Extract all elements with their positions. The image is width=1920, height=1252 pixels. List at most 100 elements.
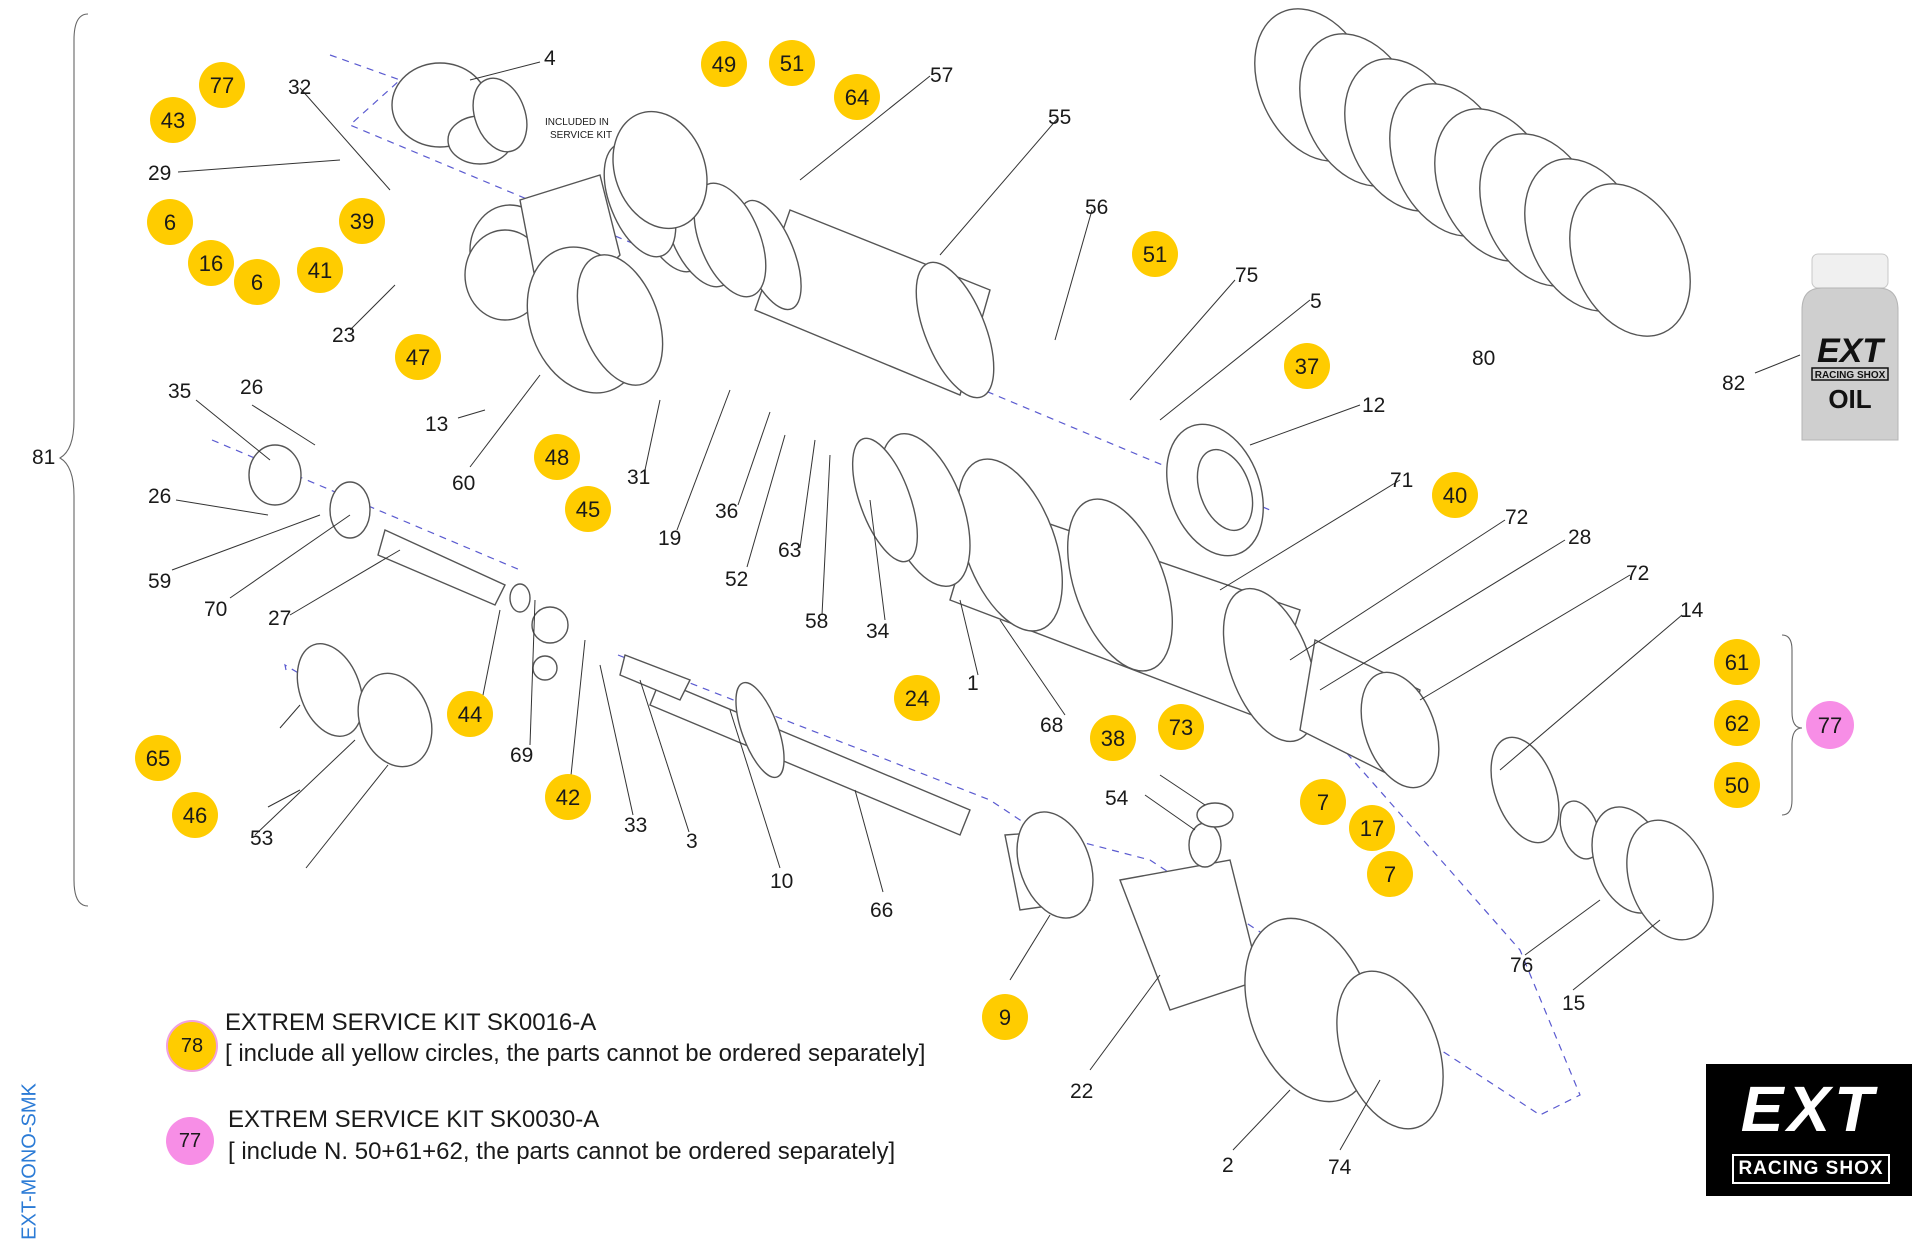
badge-6b: 6 [234, 259, 280, 305]
label-66: 66 [870, 899, 893, 922]
badge-62: 62 [1714, 700, 1760, 746]
label-3: 3 [686, 830, 698, 853]
svg-text:6: 6 [251, 270, 263, 295]
svg-text:77: 77 [1818, 713, 1842, 738]
badge-45: 45 [565, 486, 611, 532]
svg-text:7: 7 [1317, 790, 1329, 815]
label-71: 71 [1390, 469, 1413, 492]
svg-text:43: 43 [161, 108, 185, 133]
badge-6a: 6 [147, 199, 193, 245]
label-23: 23 [332, 324, 355, 347]
svg-text:49: 49 [712, 52, 736, 77]
logo-tagline: RACING SHOX [1732, 1154, 1890, 1184]
label-76: 76 [1510, 954, 1533, 977]
label-1: 1 [967, 672, 979, 695]
badge-40: 40 [1432, 472, 1478, 518]
badge-17: 17 [1349, 805, 1395, 851]
kit-title-sk0016: EXTREM SERVICE KIT SK0016-A [225, 1009, 597, 1036]
badge-7b: 7 [1367, 851, 1413, 897]
badge-48: 48 [534, 434, 580, 480]
svg-text:6: 6 [164, 210, 176, 235]
label-28: 28 [1568, 526, 1591, 549]
label-55: 55 [1048, 106, 1071, 129]
label-74: 74 [1328, 1156, 1352, 1179]
label-15: 15 [1562, 992, 1585, 1015]
svg-text:51: 51 [1143, 242, 1167, 267]
shock-body [851, 433, 1440, 789]
svg-text:61: 61 [1725, 650, 1749, 675]
svg-text:73: 73 [1169, 715, 1193, 740]
badge-49: 49 [701, 41, 747, 87]
badge-7a: 7 [1300, 779, 1346, 825]
lower-adjuster-parts [1490, 736, 1714, 941]
svg-text:39: 39 [350, 209, 374, 234]
badge-50: 50 [1714, 762, 1760, 808]
leader-lines [171, 61, 1801, 1151]
service-kit-annotation-line2: SERVICE KIT [550, 130, 612, 141]
badge-43: 43 [150, 97, 196, 143]
kit-badge-77: 77 [166, 1117, 214, 1165]
label-70: 70 [204, 598, 227, 621]
svg-text:7: 7 [1384, 862, 1396, 887]
svg-text:40: 40 [1443, 483, 1467, 508]
oil-label: OIL [1828, 384, 1871, 414]
group-brace-77 [1781, 634, 1803, 816]
badge-46: 46 [172, 792, 218, 838]
label-59: 59 [148, 570, 171, 593]
svg-text:50: 50 [1725, 773, 1749, 798]
svg-text:48: 48 [545, 445, 569, 470]
yellow-badges: 77 43 6 16 6 39 41 49 51 64 47 48 45 51 … [135, 40, 1760, 1040]
oil-brand: EXT [1817, 332, 1886, 370]
kit-title-sk0030: EXTREM SERVICE KIT SK0030-A [228, 1106, 600, 1133]
badge-51b: 51 [1132, 231, 1178, 277]
label-68: 68 [1040, 714, 1063, 737]
part-labels: 4 32 29 57 55 56 75 5 12 23 35 26 26 59 … [32, 47, 1745, 1179]
bottom-mount-parts [1004, 802, 1444, 1130]
label-13: 13 [425, 413, 448, 436]
label-19: 19 [658, 527, 681, 550]
label-81: 81 [32, 446, 55, 469]
badge-51a: 51 [769, 40, 815, 86]
label-27: 27 [268, 607, 291, 630]
svg-text:37: 37 [1295, 354, 1319, 379]
kit-note-sk0030: [ include N. 50+61+62, the parts cannot … [228, 1138, 896, 1165]
svg-text:9: 9 [999, 1005, 1011, 1030]
label-12: 12 [1362, 394, 1385, 417]
label-29: 29 [148, 162, 171, 185]
label-5: 5 [1310, 290, 1322, 313]
label-53: 53 [250, 827, 273, 850]
kit-badge-78: 78 [166, 1020, 218, 1072]
brand-logo: EXT RACING SHOX [1706, 1064, 1912, 1196]
label-63: 63 [778, 539, 801, 562]
service-kit-annotation-line1: INCLUDED IN [545, 117, 609, 128]
svg-text:45: 45 [576, 497, 600, 522]
exploded-diagram-page: 4 32 29 57 55 56 75 5 12 23 35 26 26 59 … [19, 8, 1912, 1240]
svg-text:64: 64 [845, 85, 869, 110]
coil-spring [1254, 8, 1691, 337]
svg-text:65: 65 [146, 746, 170, 771]
kit-note-sk0016: [ include all yellow circles, the parts … [225, 1040, 926, 1067]
label-2: 2 [1222, 1154, 1234, 1177]
oil-bottle: EXT RACING SHOX OIL [1790, 250, 1910, 446]
badge-64: 64 [834, 74, 880, 120]
svg-text:47: 47 [406, 345, 430, 370]
adjuster-knobs [391, 62, 1264, 557]
svg-text:62: 62 [1725, 711, 1749, 736]
label-72a: 72 [1505, 506, 1528, 529]
label-14: 14 [1680, 599, 1704, 622]
badge-77: 77 [199, 62, 245, 108]
label-36: 36 [715, 500, 738, 523]
badge-73: 73 [1158, 704, 1204, 750]
badge-39: 39 [339, 198, 385, 244]
label-72b: 72 [1626, 562, 1649, 585]
exploded-parts-diagram: 4 32 29 57 55 56 75 5 12 23 35 26 26 59 … [32, 8, 1854, 1179]
logo-brand: EXT [1740, 1073, 1878, 1145]
svg-text:46: 46 [183, 803, 207, 828]
badge-44: 44 [447, 691, 493, 737]
label-10: 10 [770, 870, 793, 893]
badge-16: 16 [188, 240, 234, 286]
label-57: 57 [930, 64, 953, 87]
oil-tagline: RACING SHOX [1815, 370, 1886, 381]
svg-text:44: 44 [458, 702, 482, 727]
label-82: 82 [1722, 372, 1745, 395]
